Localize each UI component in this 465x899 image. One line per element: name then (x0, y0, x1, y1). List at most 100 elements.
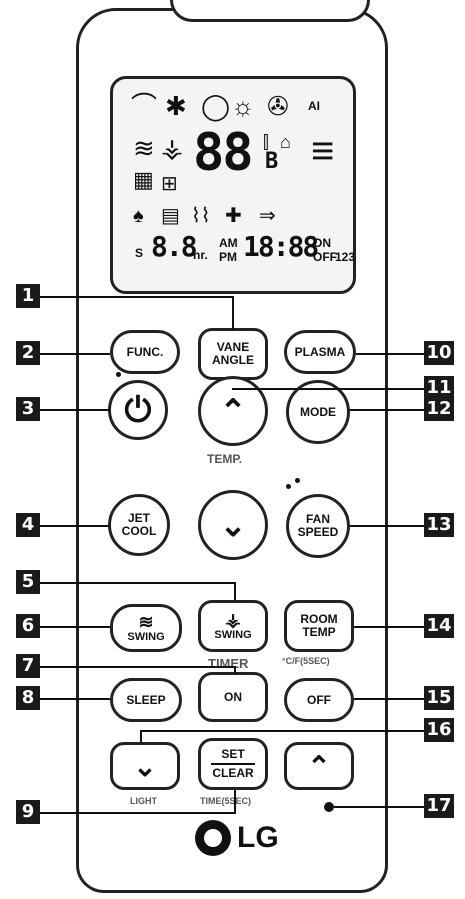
bars-icon: ≡ (311, 129, 335, 173)
timer-off-button[interactable]: OFF (284, 678, 354, 722)
lcd-display: ⌒ ✱ ◯ ☼ ✇ AI ≋ ⚶ 88 ⫿ ⌂ B ≡ ▦ ⊞ ♠ ▤ ⌇⌇ ✚… (110, 76, 356, 294)
remote-top-cap (170, 0, 370, 22)
lg-logo: LG (195, 820, 279, 856)
callout-9: 9 (16, 800, 40, 824)
lcd-off: OFF (313, 250, 337, 264)
timer-up-button[interactable]: ⌃ (284, 742, 354, 790)
callout-line-9-v (234, 790, 236, 812)
callout-17: 17 (424, 794, 454, 818)
callout-line-11 (232, 388, 428, 390)
temp-up-button[interactable]: ⌃ (198, 376, 268, 446)
callout-4: 4 (16, 513, 40, 537)
callout-line-5 (40, 582, 236, 584)
callout-line-15 (354, 698, 426, 700)
func-button[interactable]: FUNC. (110, 330, 180, 374)
lcd-on: ON (313, 236, 331, 250)
horizontal-swing-icon: ≋ (138, 611, 154, 632)
callout-13: 13 (424, 513, 454, 537)
lcd-pm: PM (219, 250, 237, 264)
snowflake-icon: ✱ (165, 91, 187, 121)
filter-icon: ▦ (133, 167, 154, 192)
lcd-hours-digits: 8.8 (151, 230, 198, 263)
callout-line-1-v (232, 296, 234, 330)
ir-receiver (324, 802, 334, 812)
heat-icon: ⌇⌇ (191, 205, 211, 227)
callout-8: 8 (16, 686, 40, 710)
callout-11: 11 (424, 376, 454, 400)
callout-line-13 (350, 525, 426, 527)
angle-label: ANGLE (212, 353, 254, 367)
ai-icon: AI (308, 99, 320, 113)
temp-label: TEMP. (207, 452, 243, 466)
power-button[interactable]: ⏻ (108, 380, 168, 440)
lg-logo-icon (195, 820, 231, 856)
sleep-button[interactable]: SLEEP (110, 678, 182, 722)
callout-line-7 (40, 666, 236, 668)
plasma-icon: ⚶ (161, 133, 184, 163)
fan-icon: ✇ (267, 91, 289, 121)
light-down-button[interactable]: ⌄ (110, 742, 180, 790)
light-label: LIGHT (130, 796, 157, 806)
time-sec-label: TIME(5SEC) (200, 796, 252, 806)
cf-sec-label: °C/F(5SEC) (282, 656, 330, 666)
sun-icon: ☼ (231, 91, 255, 121)
mode-button[interactable]: MODE (286, 380, 350, 444)
callout-line-5-v (234, 582, 236, 600)
lcd-hr: hr. (193, 248, 208, 262)
chevron-down-icon: ⌄ (219, 506, 247, 543)
callout-line-3 (40, 409, 110, 411)
swing-icon: ≋ (133, 133, 155, 163)
callout-1: 1 (16, 284, 40, 308)
vane-label: VANE (216, 340, 250, 354)
set-clear-divider (211, 763, 255, 765)
callout-line-16 (140, 730, 426, 732)
wifi-icon: ⌒ (131, 91, 158, 121)
callout-line-9 (40, 812, 236, 814)
thermometer-icon: ⫿ (263, 132, 269, 152)
door-icon: ▤ (161, 205, 180, 227)
lcd-big-digits: 88 (193, 123, 254, 183)
callout-12: 12 (424, 397, 454, 421)
swing-left-button[interactable]: ≋SWING (110, 604, 182, 652)
lg-logo-text: LG (237, 821, 279, 854)
plasma-button[interactable]: PLASMA (284, 330, 356, 374)
drop-icon: ◯ (201, 91, 231, 121)
timer-label: TIMER (208, 656, 249, 671)
callout-line-16-v (140, 730, 142, 744)
callout-2: 2 (16, 341, 40, 365)
wind-icon: ⇒ (259, 205, 276, 227)
vertical-swing-icon: ⚶ (225, 609, 241, 630)
power-icon: ⏻ (124, 390, 152, 429)
lcd-time-digits: 18:88 (243, 230, 319, 263)
temp-down-button[interactable]: ⌄ (198, 490, 268, 560)
callout-3: 3 (16, 397, 40, 421)
chevron-up-icon: ⌃ (307, 750, 331, 782)
house-icon: ⌂ (280, 132, 291, 152)
person-icon: ✚ (225, 205, 242, 227)
callout-line-8 (40, 698, 110, 700)
plug-icon: ⊞ (161, 173, 178, 195)
callout-line-14 (354, 626, 426, 628)
lcd-123: 123 (335, 250, 356, 264)
timer-on-button[interactable]: ON (198, 672, 268, 722)
lcd-s: S (135, 246, 144, 260)
callout-line-4 (40, 525, 110, 527)
callout-line-2 (40, 353, 110, 355)
fan-indicator-2 (295, 478, 300, 483)
lcd-am: AM (219, 236, 238, 250)
chevron-up-icon: ⌃ (219, 392, 247, 429)
swing-center-button[interactable]: ⚶SWING (198, 600, 268, 652)
callout-15: 15 (424, 686, 454, 710)
callout-14: 14 (424, 614, 454, 638)
callout-line-17 (334, 806, 426, 808)
callout-5: 5 (16, 570, 40, 594)
callout-6: 6 (16, 614, 40, 638)
fan-indicator-1 (286, 484, 291, 489)
lcd-small-digit: B (265, 149, 278, 174)
callout-16: 16 (424, 718, 454, 742)
